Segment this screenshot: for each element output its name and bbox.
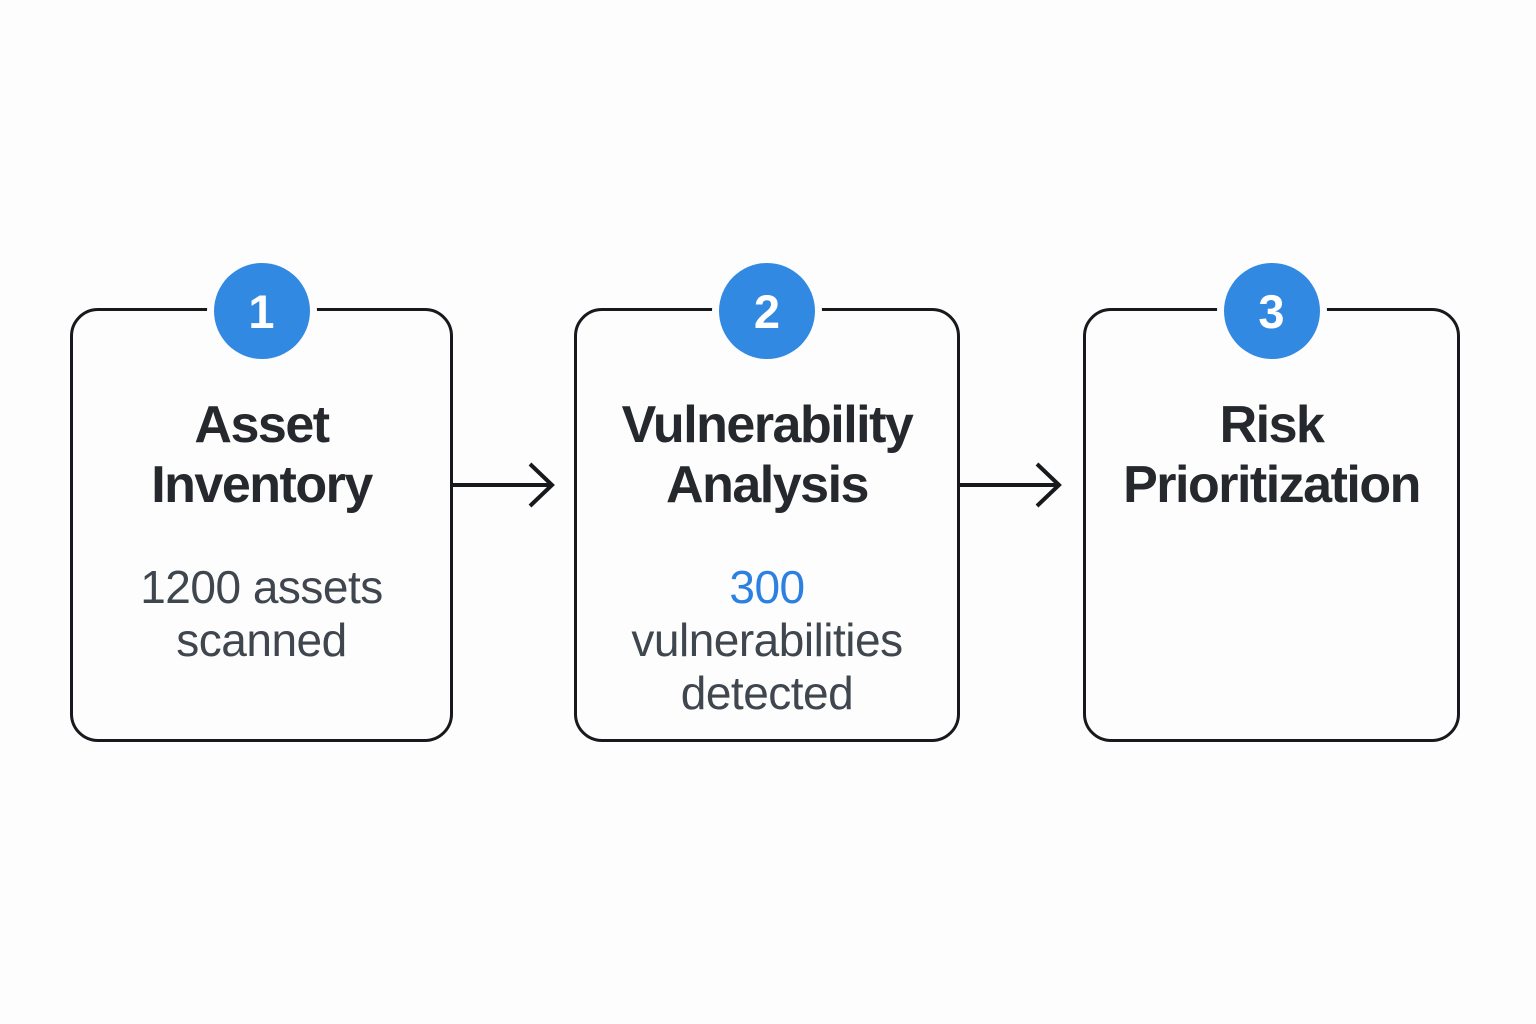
step-number: 2 bbox=[753, 284, 781, 338]
step-details: 300 vulnerabilities detected bbox=[577, 561, 957, 720]
step-title-line: Vulnerability bbox=[621, 396, 914, 454]
step-number: 1 bbox=[248, 284, 275, 338]
step-title-line: Asset bbox=[194, 396, 330, 454]
step-title-line: Inventory bbox=[151, 456, 373, 514]
arrow-right-icon bbox=[452, 455, 558, 515]
step-title: Risk Prioritization bbox=[1086, 395, 1457, 515]
step-detail-line: vulnerabilities bbox=[631, 614, 903, 666]
arrow-right-icon bbox=[959, 455, 1065, 515]
step-title-line: Prioritization bbox=[1123, 456, 1421, 514]
step-title-line: Risk bbox=[1219, 396, 1325, 454]
step-card-asset-inventory: 1 Asset Inventory 1200 assets scanned bbox=[70, 263, 453, 742]
step-title-line: Analysis bbox=[666, 456, 869, 514]
step-number-badge: 1 bbox=[213, 263, 310, 359]
step-detail-line: detected bbox=[680, 667, 854, 719]
step-card-vulnerability-analysis: 2 Vulnerability Analysis 300 vulnerabili… bbox=[574, 263, 960, 742]
step-title: Asset Inventory bbox=[73, 395, 450, 515]
step-card-risk-prioritization: 3 Risk Prioritization bbox=[1083, 263, 1460, 742]
step-detail-line: scanned bbox=[176, 614, 347, 666]
step-number-badge: 2 bbox=[719, 263, 815, 359]
step-title: Vulnerability Analysis bbox=[577, 395, 957, 515]
step-number: 3 bbox=[1258, 284, 1285, 338]
step-details: 1200 assets scanned bbox=[73, 561, 450, 667]
step-detail-line: 1200 assets bbox=[140, 561, 383, 613]
step-number-badge: 3 bbox=[1223, 263, 1320, 359]
highlight-value: 300 bbox=[729, 561, 805, 613]
